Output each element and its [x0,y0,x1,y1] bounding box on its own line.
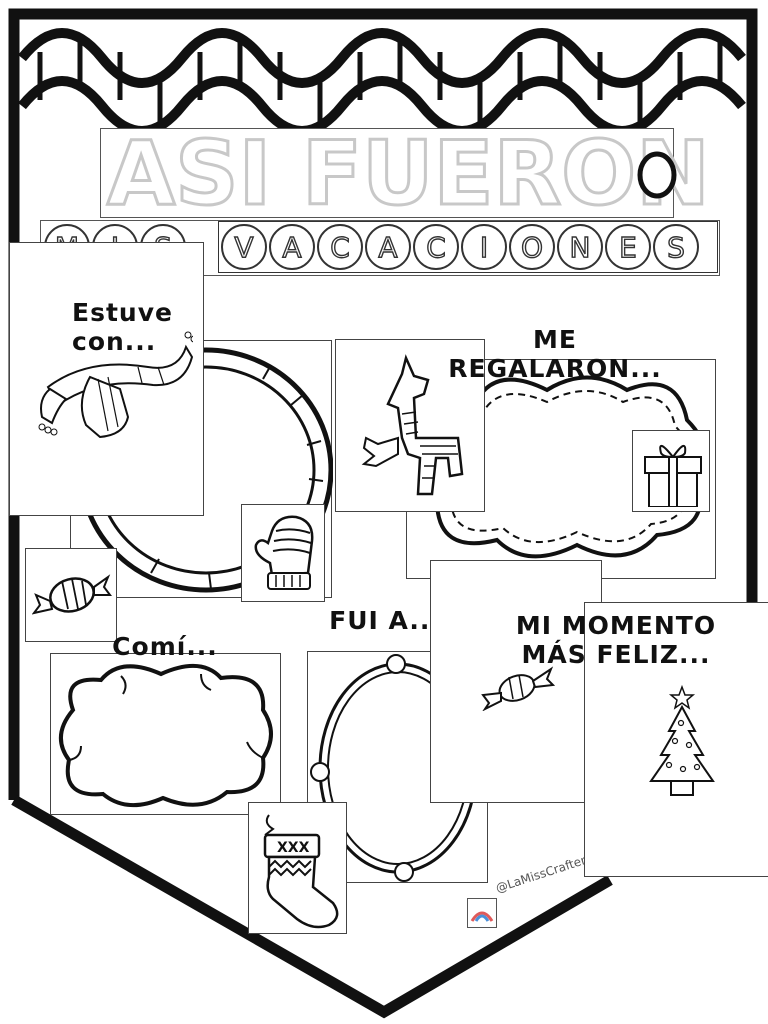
title-box: ASI FUERON [100,122,712,225]
estuve-con-card: Estuve con... [9,242,204,516]
stocking-card: XXX [248,802,347,934]
stocking-icon: XXX [263,814,339,929]
momento-line1: MI MOMENTO [515,611,717,640]
gift-card [632,430,710,512]
pinata-card [335,339,485,512]
beaded-oval-frame [310,654,478,882]
regalaron-line2: REGALARON... [448,353,662,383]
letters-vacaciones: V A C A C I O N E S [221,224,699,270]
candy-icon-2 [481,666,555,711]
momento-line2: MÁS FELIZ... [521,639,711,669]
mitten-card [241,504,325,602]
letter-c2: C [413,224,459,270]
candy-card-left [25,548,117,642]
regalaron-line1: ME [533,325,577,354]
letter-c: C [317,224,363,270]
candy-card-middle [430,560,602,803]
letter-n: N [557,224,603,270]
letter-e: E [605,224,651,270]
cloud-frame [59,663,273,808]
momento-heading: MI MOMENTO MÁS FELIZ... [490,611,742,670]
scarf-icon [38,331,193,439]
letter-i2: I [461,224,507,270]
estuve-con-label: Estuve con... [72,298,173,356]
svg-text:XXX: XXX [277,840,310,856]
letter-a2: A [365,224,411,270]
credit-logo-box [467,898,497,928]
regalaron-heading: ME REGALARON... [420,325,690,384]
christmas-tree-icon [649,684,715,796]
momento-card [584,602,768,877]
pinata-icon [361,354,464,496]
page-title: ASI FUERON [106,122,712,225]
fui-a-heading: FUI A... [329,606,441,635]
gift-icon [644,445,702,507]
mitten-icon [254,515,314,590]
comi-frame-card [50,653,281,815]
candy-icon [32,574,112,615]
letter-a: A [269,224,315,270]
letter-v: V [221,224,267,270]
letter-s2: S [653,224,699,270]
comi-heading: Comí... [112,632,218,661]
estuve-con-heading: Estuve con... [72,298,222,357]
title-o-circle [637,151,677,199]
letter-o: O [509,224,555,270]
rainbow-icon [470,911,494,922]
